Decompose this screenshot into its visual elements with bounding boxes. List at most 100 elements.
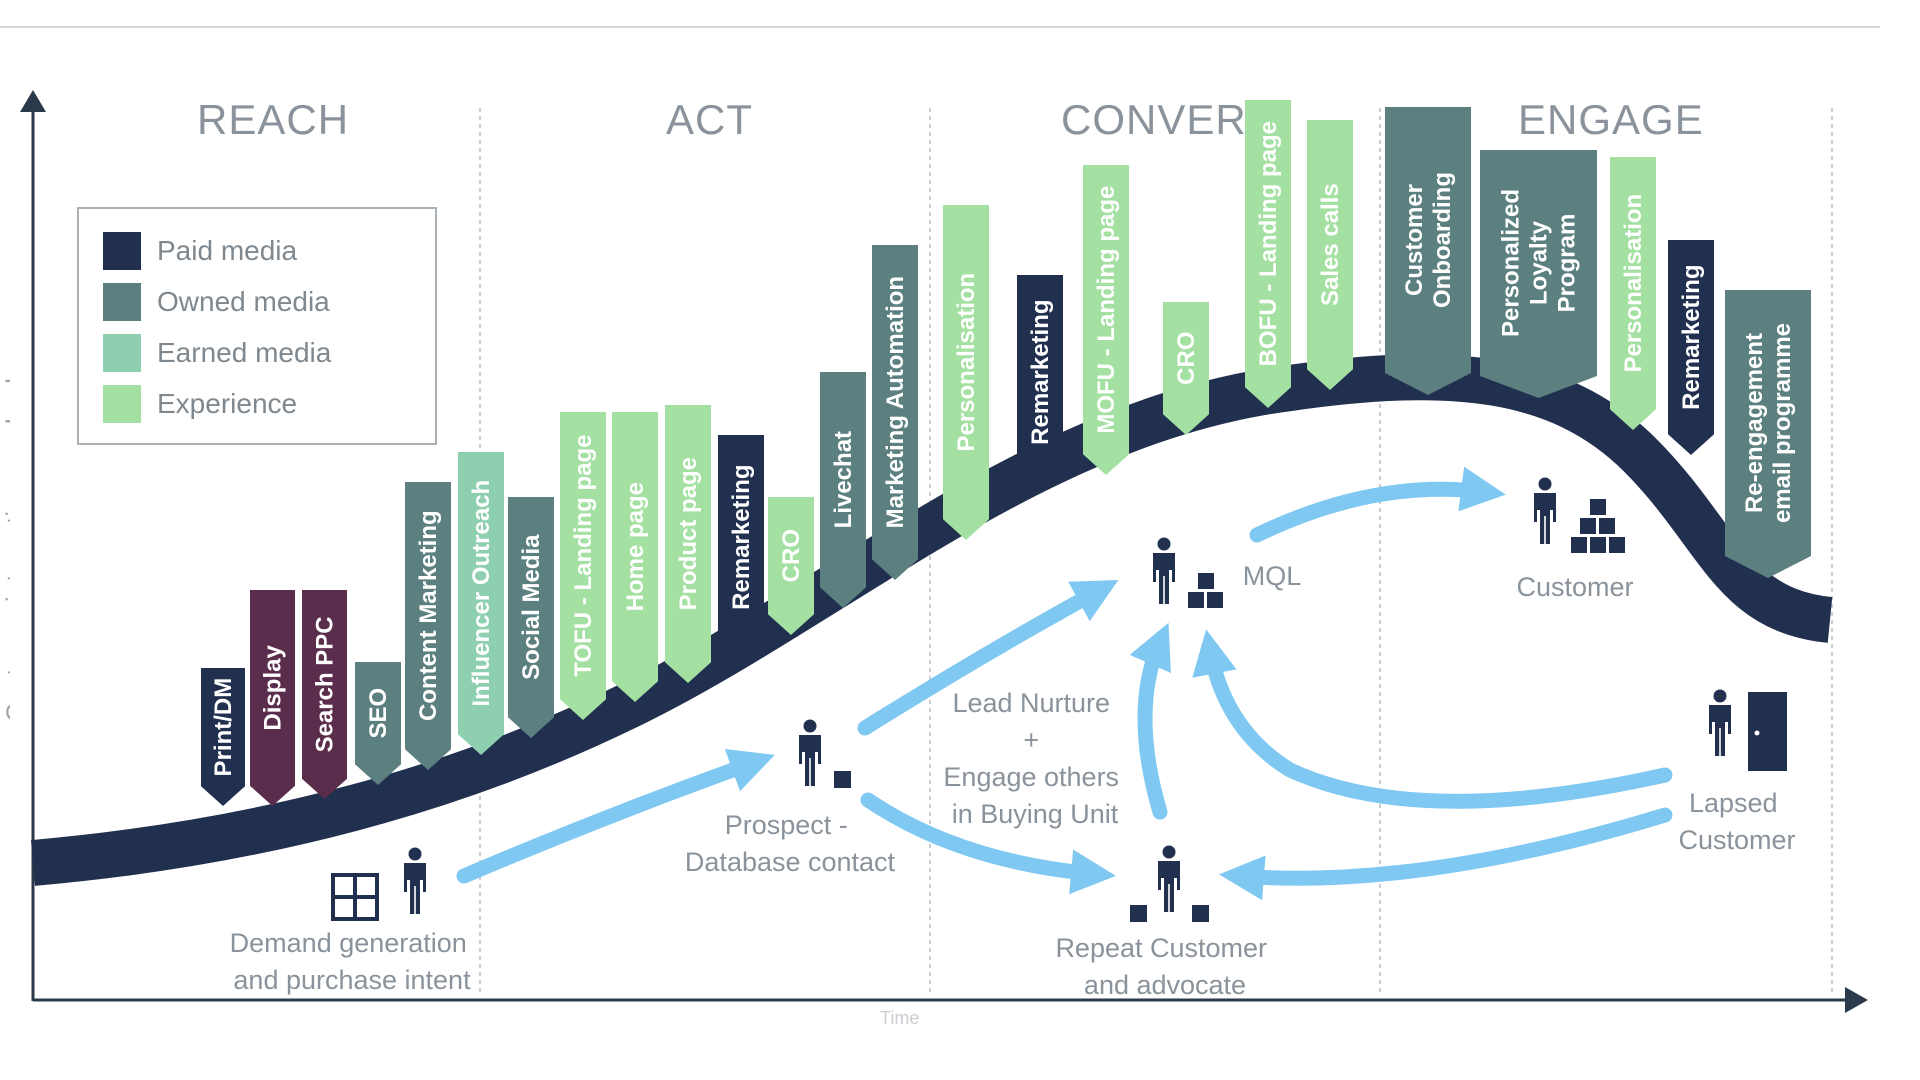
channel-tag-label: SEO	[365, 688, 392, 739]
channel-tag: Influencer Outreach	[458, 452, 504, 755]
channel-tag: MOFU - Landing page	[1083, 165, 1129, 475]
legend-item-experience: Experience	[103, 384, 297, 424]
channel-tag: Remarketing	[718, 435, 764, 660]
channel-tag: Home page	[612, 412, 658, 702]
arrow-prospect-to-repeat	[860, 792, 1116, 895]
channel-tag: Re-engagementemail programme	[1725, 290, 1811, 578]
repeat-label-line1: Repeat Customer	[1055, 933, 1267, 963]
channel-tag-shape	[665, 405, 711, 683]
channel-tag-label: BOFU - Landing page	[1255, 121, 1282, 366]
lapsed-label: Lapsed Customer	[1678, 788, 1795, 855]
demand-label-line2: and purchase intent	[233, 965, 471, 995]
arrow-repeat-to-mql	[1129, 622, 1171, 820]
channel-tag-label: MOFU - Landing page	[1093, 186, 1120, 434]
channel-tag-label: CRO	[778, 529, 805, 582]
channel-tag-shape	[768, 497, 814, 635]
channel-tag-label: PersonalizedLoyaltyProgram	[1498, 189, 1581, 337]
arrow-lapsed-to-mql	[1192, 629, 1673, 809]
channel-tag-shape	[1385, 107, 1471, 395]
phase-act: ACT	[666, 96, 753, 143]
channel-tag-label: Social Media	[518, 534, 545, 680]
y-axis-arrow	[20, 90, 46, 112]
legend-swatch-experience	[103, 385, 141, 423]
channel-tag-shape	[1668, 240, 1714, 455]
channel-tag-shape	[1245, 100, 1291, 408]
channel-tag-label: Remarketing	[728, 464, 755, 609]
channel-tag: Print/DM	[201, 668, 245, 806]
legend-label-paid: Paid media	[157, 235, 298, 266]
channel-tag-label: TOFU - Landing page	[570, 435, 597, 677]
channel-tag: PersonalizedLoyaltyProgram	[1480, 150, 1597, 398]
channel-tag-shape	[560, 412, 606, 720]
person-prospect-icon	[799, 719, 821, 786]
legend-swatch-earned	[103, 334, 141, 372]
box-prospect-icon	[834, 771, 851, 788]
box-repeat-left-icon	[1130, 905, 1147, 922]
prospect-label-line2: Database contact	[685, 847, 896, 877]
stage-labels: Demand generation and purchase intent Pr…	[230, 561, 1796, 1000]
phase-convert: CONVERT	[1061, 96, 1273, 143]
box-repeat-right-icon	[1192, 905, 1209, 922]
channel-tag-label: Search PPC	[312, 616, 339, 752]
channel-tag: TOFU - Landing page	[560, 412, 606, 720]
channel-tag-label: Home page	[622, 482, 649, 611]
channel-tag-shape	[1163, 302, 1209, 435]
legend-label-experience: Experience	[157, 388, 298, 419]
flow-arrows	[456, 466, 1673, 901]
channel-tag-label: CRO	[1173, 331, 1200, 384]
prospect-label-line1: Prospect -	[725, 810, 848, 840]
lapsed-label-line1: Lapsed	[1689, 788, 1778, 818]
repeat-label: Repeat Customer and advocate	[1055, 933, 1274, 1000]
person-customer-icon	[1534, 477, 1556, 544]
channel-tag-label: Product page	[675, 457, 702, 610]
channel-tag: CRO	[1163, 302, 1209, 435]
channel-tag: SEO	[355, 662, 401, 785]
channel-tag: Product page	[665, 405, 711, 683]
legend-label-owned: Owned media	[157, 286, 330, 317]
arrow-lapsed-to-repeat	[1219, 807, 1673, 901]
channel-tag-label: Display	[260, 645, 287, 731]
channel-tag-shape	[1480, 150, 1597, 398]
channel-tag-shape	[201, 668, 245, 806]
channel-tag-shape	[250, 590, 295, 806]
nurture-label-line3: Engage others	[943, 762, 1119, 792]
channel-tag-label: Influencer Outreach	[468, 480, 495, 707]
channel-tags: Print/DM Display Search PPC SEO Content Mark…	[201, 100, 1811, 806]
channel-tag-shape	[943, 205, 989, 540]
phase-reach: REACH	[197, 96, 350, 143]
lapsed-label-line2: Customer	[1678, 825, 1795, 855]
phase-engage: ENGAGE	[1518, 96, 1704, 143]
channel-tag-shape	[872, 245, 918, 580]
channel-tag-label: Print/DM	[210, 678, 237, 777]
x-axis-arrow	[1845, 987, 1868, 1013]
door-icon	[1748, 692, 1787, 771]
channel-tag: Remarketing	[1017, 275, 1063, 490]
channel-tag-shape	[1083, 165, 1129, 475]
arrow-mql-to-customer	[1249, 466, 1506, 543]
channel-tag: Display	[250, 590, 295, 806]
channel-tag: Remarketing	[1668, 240, 1714, 455]
channel-tag-shape	[820, 372, 866, 608]
channel-tag: Sales calls	[1307, 120, 1353, 390]
channel-tag-shape	[458, 452, 504, 755]
legend-item-earned: Earned media	[103, 333, 331, 373]
channel-tag-shape	[1017, 275, 1063, 490]
channel-tag-label: Personalisation	[953, 273, 980, 452]
channel-tag-label: Remarketing	[1027, 299, 1054, 444]
legend-swatch-paid	[103, 232, 141, 270]
nurture-label-line1: Lead Nurture	[952, 688, 1110, 718]
channel-tag: Content Marketing	[405, 482, 451, 770]
channel-tag-label: Personalisation	[1620, 194, 1647, 373]
channel-tag-label: Marketing Automation	[882, 276, 909, 528]
person-repeat-icon	[1158, 845, 1180, 912]
person-lapsed-icon	[1709, 689, 1731, 756]
x-axis-label: Time	[880, 1008, 920, 1028]
customer-label: Customer	[1516, 572, 1633, 602]
channel-tag: Personalisation	[943, 205, 989, 540]
channel-tag: CRO	[768, 497, 814, 635]
demand-label: Demand generation and purchase intent	[230, 928, 475, 995]
legend-swatch-owned	[103, 283, 141, 321]
nurture-label: Lead Nurture + Engage others in Buying U…	[943, 688, 1126, 829]
channel-tag: BOFU - Landing page	[1245, 100, 1291, 408]
demand-label-line1: Demand generation	[230, 928, 467, 958]
